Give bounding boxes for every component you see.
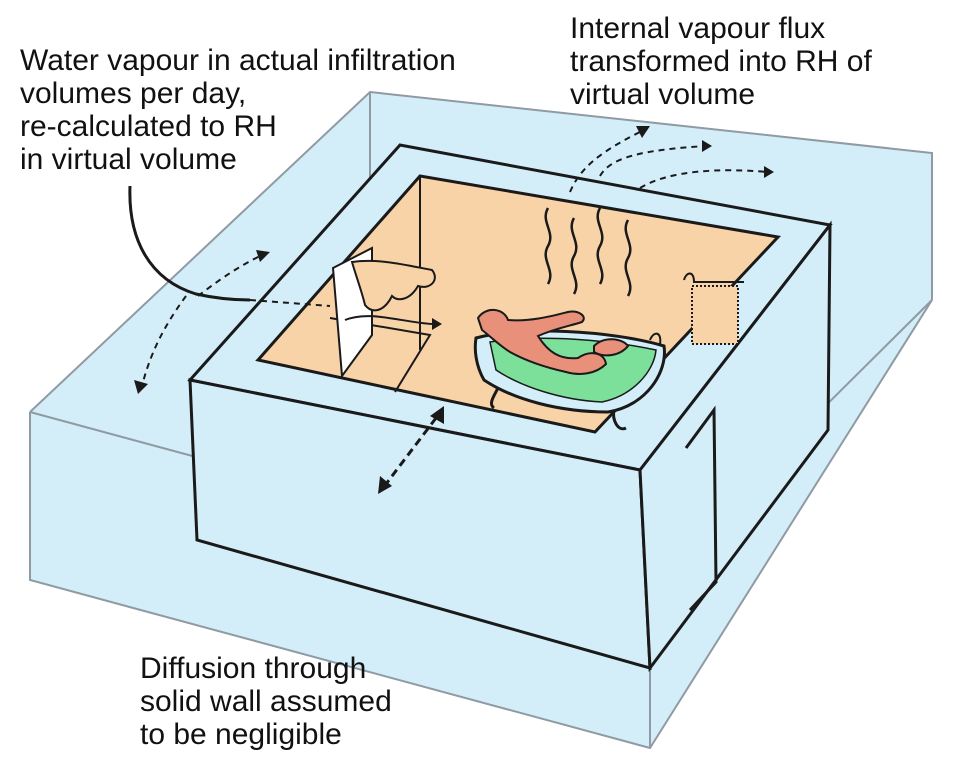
steam-line-1 bbox=[544, 207, 552, 285]
flux-arrow-1 bbox=[569, 131, 641, 193]
internal-flux-annotation: Internal vapour flux transformed into RH… bbox=[570, 12, 872, 111]
diffusion-arrowhead-top bbox=[430, 406, 444, 424]
internal-vapour-flux-arrows bbox=[569, 131, 769, 193]
dispersion-line-right bbox=[249, 299, 331, 307]
infiltration-annotation-line-3: re-calculated to RH bbox=[20, 110, 277, 143]
flux-arrowhead-3 bbox=[764, 166, 774, 178]
person-raised-knee bbox=[593, 338, 630, 357]
steam bbox=[544, 207, 632, 297]
flux-arrowhead-2 bbox=[702, 140, 712, 152]
steam-line-2 bbox=[570, 217, 578, 295]
bathing-person bbox=[476, 309, 608, 375]
diffusion-annotation-line-1: Diffusion through bbox=[140, 652, 367, 685]
curtain bbox=[350, 259, 436, 312]
bathtub-tap bbox=[649, 332, 662, 345]
flux-arrow-2 bbox=[599, 145, 707, 177]
internal-vapour-flux-arrowheads bbox=[636, 126, 774, 178]
dispersion-arrow-up bbox=[197, 255, 261, 297]
infiltration-annotation: Water vapour in actual infiltration volu… bbox=[20, 44, 456, 176]
dispersion-arrowhead-left bbox=[134, 380, 148, 394]
diffusion-annotation-line-3: to be negligible bbox=[140, 718, 342, 751]
bathtub-leg-right bbox=[612, 409, 627, 431]
virtual-volume-back-edge bbox=[29, 90, 933, 413]
infiltration-dispersion-arrowheads bbox=[134, 250, 270, 394]
infiltration-annotation-line-1: Water vapour in actual infiltration bbox=[20, 44, 456, 77]
towel-rack bbox=[683, 272, 744, 345]
virtual-volume-front-edge bbox=[29, 299, 933, 750]
flux-arrow-3 bbox=[639, 169, 769, 189]
diffusion-arrowhead-bottom bbox=[378, 476, 392, 494]
bathtub-leg-left bbox=[490, 387, 500, 410]
diffusion-arrow-shaft bbox=[384, 417, 438, 485]
towel bbox=[691, 285, 739, 345]
steam-line-3 bbox=[596, 207, 604, 285]
diffusion-annotation-line-2: solid wall assumed bbox=[140, 685, 392, 718]
incoming-air-arrowhead bbox=[432, 318, 442, 330]
room-door-opening bbox=[684, 405, 718, 612]
internal-flux-annotation-line-2: transformed into RH of bbox=[570, 45, 872, 78]
infiltration-annotation-line-4: in virtual volume bbox=[20, 143, 237, 176]
incoming-air-arrow-curve bbox=[344, 315, 433, 325]
diffusion-double-arrow bbox=[378, 406, 444, 494]
room-right-wall bbox=[638, 220, 832, 673]
internal-flux-annotation-line-1: Internal vapour flux bbox=[570, 12, 826, 45]
dispersion-arrow-left bbox=[141, 295, 187, 387]
dispersion-arrowhead-up bbox=[256, 250, 270, 262]
towel-rack-rail bbox=[683, 272, 744, 283]
infiltration-dispersion-arrows bbox=[141, 255, 331, 387]
diffusion-annotation: Diffusion through solid wall assumed to … bbox=[140, 652, 392, 751]
internal-flux-annotation-line-3: virtual volume bbox=[570, 78, 756, 111]
infiltration-leader-line bbox=[128, 185, 251, 302]
infiltration-annotation-line-2: volumes per day, bbox=[20, 77, 247, 110]
steam-line-4 bbox=[624, 219, 632, 297]
window-with-curtain bbox=[331, 246, 442, 379]
bathtub bbox=[473, 309, 666, 431]
flux-arrowhead-1 bbox=[636, 126, 650, 138]
